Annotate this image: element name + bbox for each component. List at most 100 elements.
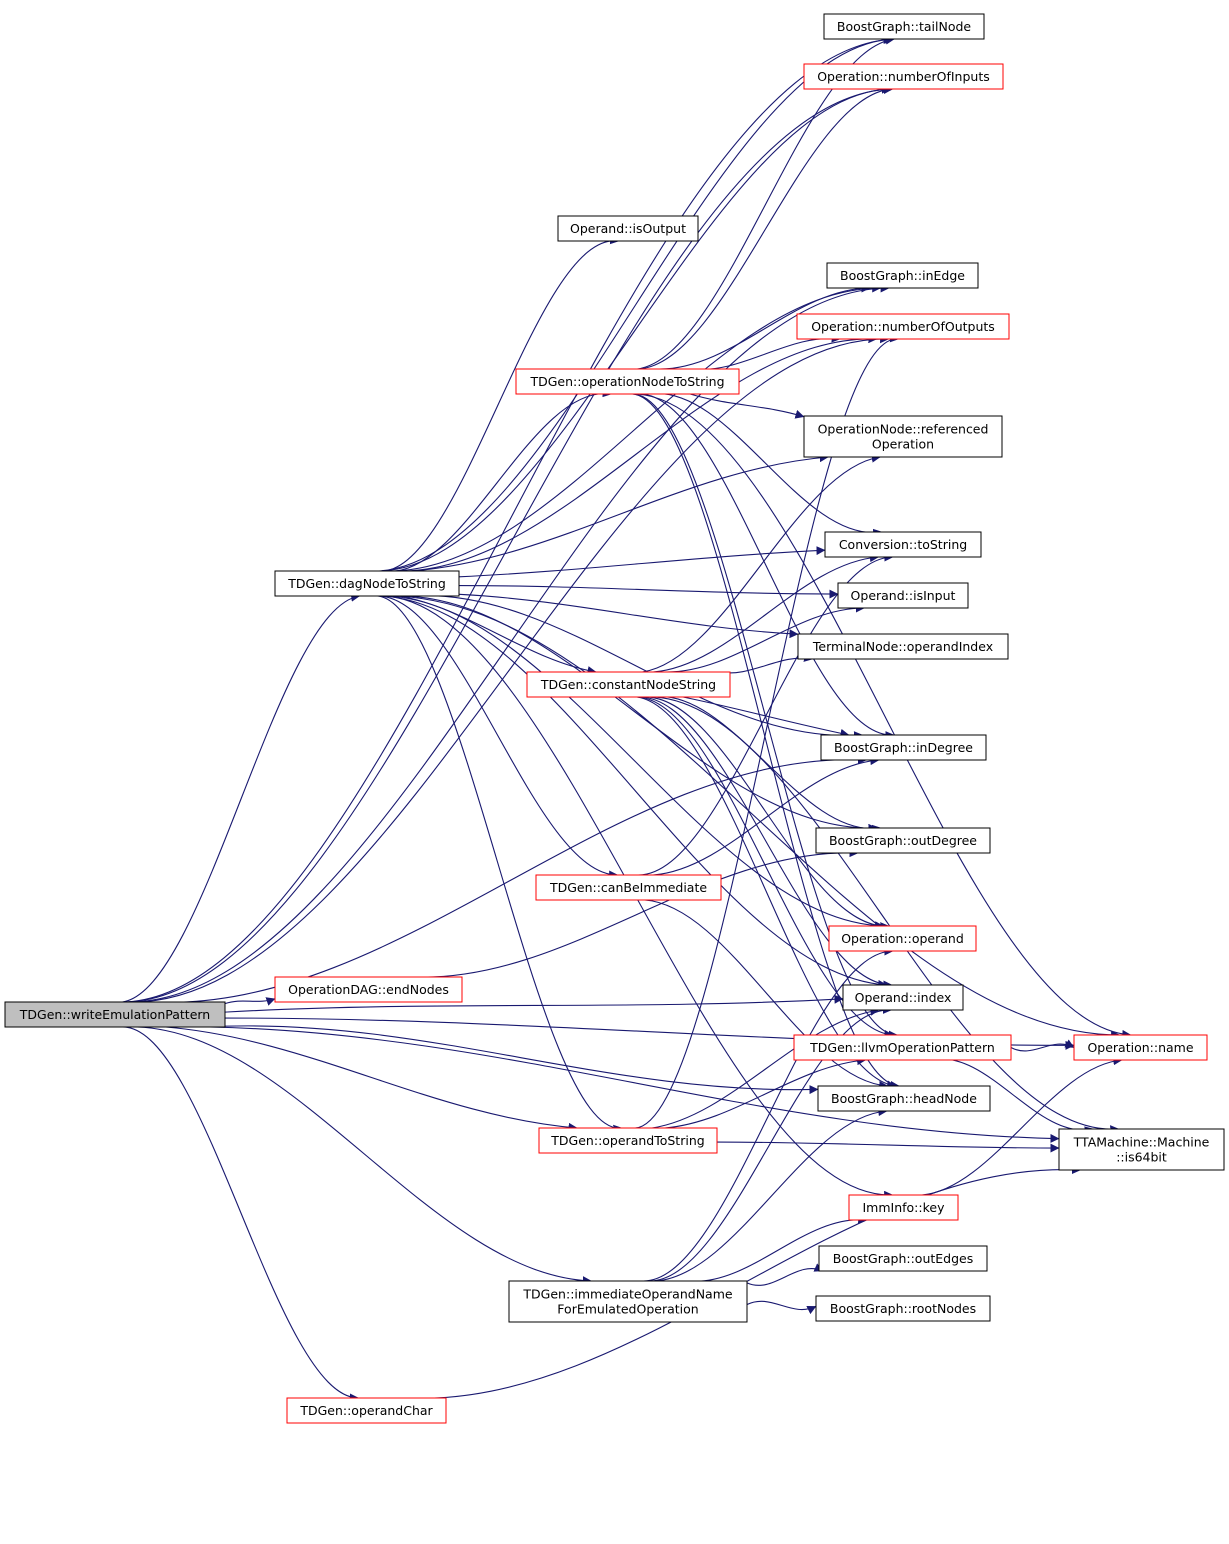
edge-operationNodeToString-to-numberOfInputs — [638, 85, 893, 370]
node-dagNodeToString[interactable]: TDGen::dagNodeToString — [274, 570, 460, 597]
node-numberOfOutputs[interactable]: Operation::numberOfOutputs — [796, 313, 1010, 340]
node-label: Operand::isOutput — [570, 221, 686, 236]
node-outDegree[interactable]: BoostGraph::outDegree — [815, 827, 991, 854]
edge-operandToString-to-numberOfOutputs — [632, 333, 900, 1129]
edge-immediateOperandName-to-rootNodes — [746, 1300, 817, 1315]
node-immediateOperandName[interactable]: TDGen::immediateOperandNameForEmulatedOp… — [508, 1280, 748, 1323]
edge-writeEmulationPattern-to-index — [224, 994, 844, 1013]
edge-dagNodeToString-to-numberOfInputs — [380, 84, 891, 572]
node-label: TDGen::operandChar — [299, 1403, 433, 1418]
node-label: Operation::numberOfInputs — [817, 69, 990, 84]
node-box — [803, 63, 1004, 90]
node-box — [274, 570, 460, 597]
edge-immediateOperandName-to-immInfoKey — [688, 1214, 868, 1282]
node-label: Operation::numberOfOutputs — [811, 319, 995, 334]
node-label: TDGen::constantNodeString — [540, 677, 716, 692]
edge-dagNodeToString-to-operandToString — [372, 595, 623, 1134]
edge-writeEmulationPattern-to-headNode — [224, 1025, 819, 1095]
edge-dagNodeToString-to-numberOfOutputs — [393, 334, 878, 572]
node-opName[interactable]: Operation::name — [1073, 1034, 1208, 1061]
node-label: ::is64bit — [1116, 1150, 1167, 1165]
edge-dagNodeToString-to-isOutput — [376, 235, 620, 572]
node-box — [797, 633, 1009, 660]
node-box — [823, 13, 985, 40]
node-box — [1073, 1034, 1208, 1061]
edge-immediateOperandName-to-index — [646, 1004, 893, 1282]
edge-constantNodeString-to-operandIndex — [718, 653, 814, 674]
node-box — [274, 976, 463, 1003]
node-box — [793, 1034, 1012, 1061]
node-operandIndex[interactable]: TerminalNode::operandIndex — [797, 633, 1009, 660]
node-box — [1058, 1128, 1225, 1171]
node-box — [508, 1280, 748, 1323]
node-writeEmulationPattern[interactable]: TDGen::writeEmulationPattern — [4, 1001, 226, 1028]
node-constantNodeString[interactable]: TDGen::constantNodeString — [526, 671, 731, 698]
edge-immediateOperandName-to-operand — [643, 946, 894, 1282]
node-immInfoKey[interactable]: ImmInfo::key — [848, 1194, 959, 1221]
node-llvmOperationPattern[interactable]: TDGen::llvmOperationPattern — [793, 1034, 1012, 1061]
edge-operationNodeToString-to-opName — [637, 393, 1132, 1039]
edge-immediateOperandName-to-headNode — [655, 1107, 888, 1282]
edge-constantNodeString-to-index — [639, 696, 893, 990]
node-box — [837, 582, 969, 609]
node-rootNodes[interactable]: BoostGraph::rootNodes — [815, 1295, 991, 1322]
edge-writeEmulationPattern-to-numberOfOutputs — [129, 334, 890, 1003]
node-label: BoostGraph::outDegree — [829, 833, 977, 848]
edge-canBeImmediate-to-headNode — [644, 899, 889, 1090]
node-box — [820, 734, 987, 761]
node-box — [803, 415, 1003, 458]
node-box — [848, 1194, 959, 1221]
node-label: Operand::isInput — [851, 588, 956, 603]
node-operationNodeToString[interactable]: TDGen::operationNodeToString — [515, 368, 740, 395]
edge-operationNodeToString-to-inDegree — [636, 393, 895, 741]
node-box — [815, 1295, 991, 1322]
node-box — [535, 874, 722, 901]
node-inEdge[interactable]: BoostGraph::inEdge — [826, 262, 979, 289]
node-inDegree[interactable]: BoostGraph::inDegree — [820, 734, 987, 761]
node-index[interactable]: Operand::index — [842, 984, 964, 1011]
edge-dagNodeToString-to-operand — [385, 595, 885, 931]
edge-operationNodeToString-to-toString — [648, 392, 883, 538]
edge-writeEmulationPattern-to-is64bit — [210, 1026, 1060, 1143]
node-outEdges[interactable]: BoostGraph::outEdges — [818, 1245, 988, 1272]
edge-dagNodeToString-to-index — [383, 595, 888, 989]
node-operand[interactable]: Operation::operand — [828, 925, 977, 952]
node-toString[interactable]: Conversion::toString — [824, 531, 982, 558]
node-box — [526, 671, 731, 698]
edge-operationNodeToString-to-inEdge — [659, 283, 871, 370]
node-headNode[interactable]: BoostGraph::headNode — [817, 1085, 991, 1112]
edge-immInfoKey-to-opName — [921, 1056, 1123, 1196]
node-numberOfInputs[interactable]: Operation::numberOfInputs — [803, 63, 1004, 90]
node-endNodes[interactable]: OperationDAG::endNodes — [274, 976, 463, 1003]
node-operandChar[interactable]: TDGen::operandChar — [286, 1397, 447, 1424]
node-box — [824, 531, 982, 558]
node-label: BoostGraph::inDegree — [834, 740, 973, 755]
node-operandToString[interactable]: TDGen::operandToString — [538, 1127, 718, 1154]
node-box — [538, 1127, 718, 1154]
node-box — [557, 215, 699, 242]
edge-writeEmulationPattern-to-dagNodeToString — [122, 592, 361, 1003]
edge-dagNodeToString-to-canBeImmediate — [377, 595, 619, 880]
edge-constantNodeString-to-is64bit — [642, 696, 1120, 1135]
node-label: TDGen::operandToString — [550, 1133, 704, 1148]
node-label: TDGen::operationNodeToString — [529, 374, 724, 389]
node-is64bit[interactable]: TTAMachine::Machine::is64bit — [1058, 1128, 1225, 1171]
edge-writeEmulationPattern-to-inEdge — [128, 283, 890, 1003]
node-canBeImmediate[interactable]: TDGen::canBeImmediate — [535, 874, 722, 901]
edge-writeEmulationPattern-to-tailNode — [124, 34, 895, 1003]
node-isOutput[interactable]: Operand::isOutput — [557, 215, 699, 242]
node-box — [826, 262, 979, 289]
edge-operandToString-to-is64bit — [716, 1141, 1060, 1153]
node-box — [4, 1001, 226, 1028]
edge-writeEmulationPattern-to-endNodes — [224, 997, 276, 1006]
node-label: OperationNode::referenced — [818, 422, 989, 437]
edge-writeEmulationPattern-to-immediateOperandName — [137, 1026, 592, 1286]
node-isInput[interactable]: Operand::isInput — [837, 582, 969, 609]
node-box — [796, 313, 1010, 340]
node-tailNode[interactable]: BoostGraph::tailNode — [823, 13, 985, 40]
node-label: Conversion::toString — [839, 537, 967, 552]
node-box — [815, 827, 991, 854]
edge-dagNodeToString-to-isInput — [458, 585, 839, 599]
